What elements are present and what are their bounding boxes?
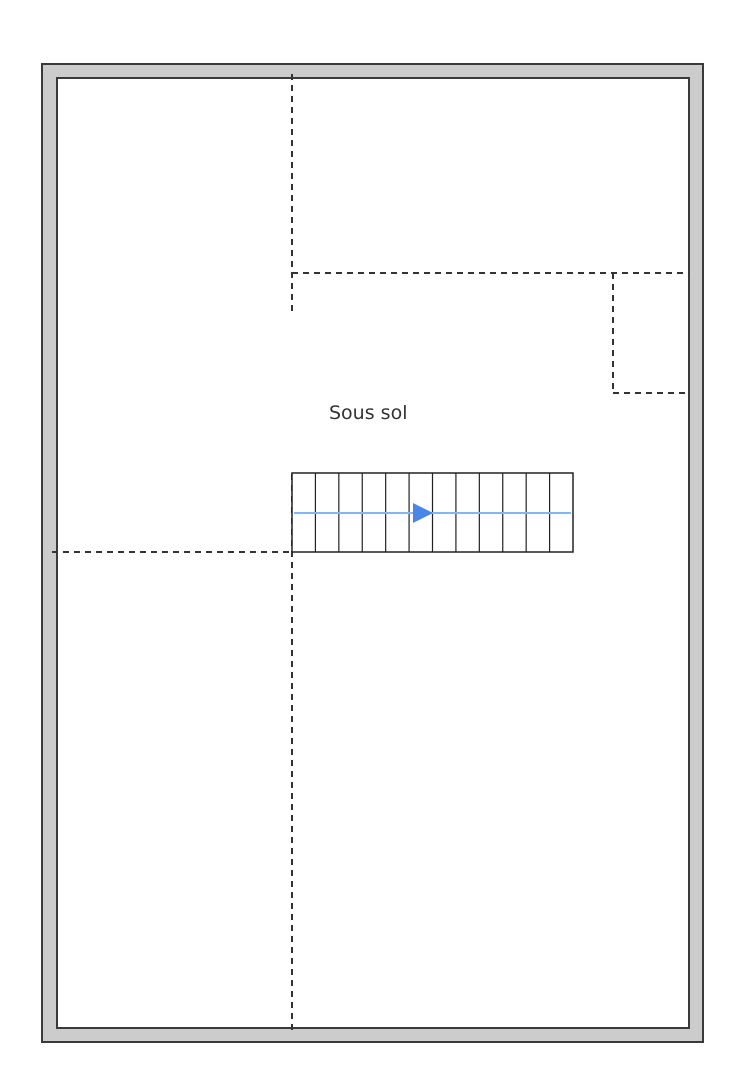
stair-direction-arrow-icon	[413, 503, 433, 523]
staircase	[291, 472, 574, 553]
exterior-walls	[41, 63, 704, 1043]
room-label-sous-sol: Sous sol	[329, 402, 407, 424]
partition-lines	[52, 74, 689, 1032]
